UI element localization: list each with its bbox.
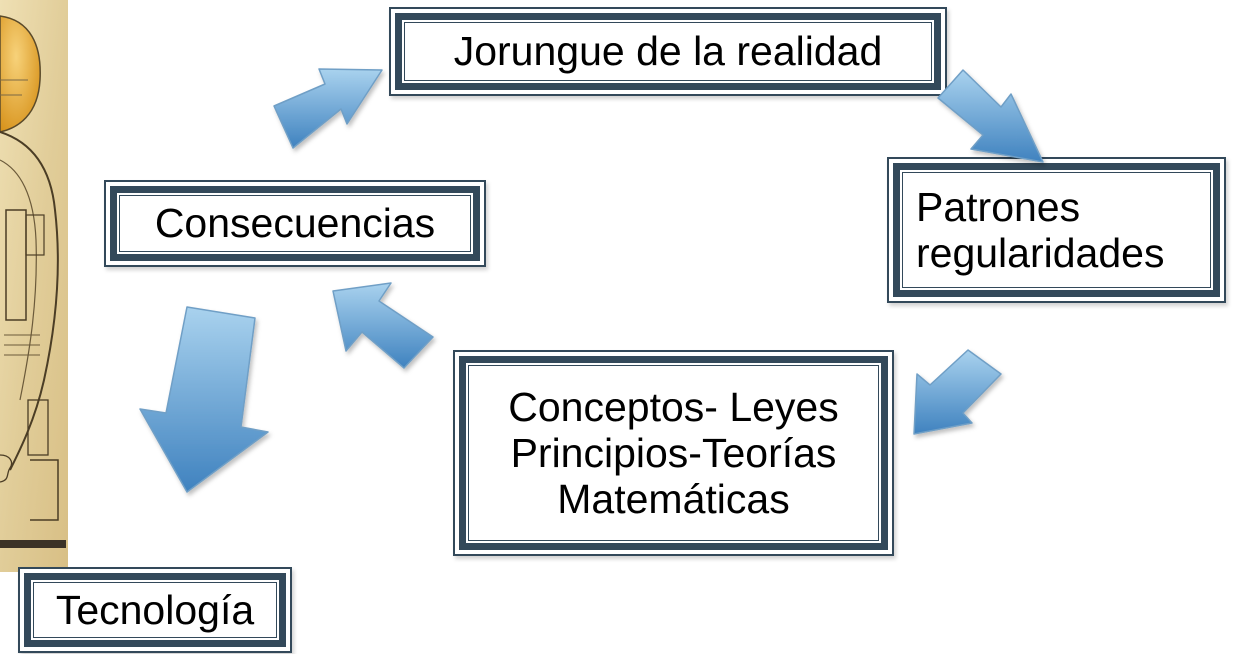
- node-conceptos-line-2: Principios-Teorías: [510, 429, 837, 476]
- node-patrones-line-1: Patrones: [916, 183, 1081, 230]
- arrow-consecuencias-to-jorungue: [273, 68, 383, 149]
- node-jorungue-label: Jorungue de la realidad: [395, 13, 941, 90]
- light-bulb-patent-drawing-icon: [0, 0, 68, 572]
- arrow-conceptos-to-consecuencias: [332, 282, 434, 369]
- node-conceptos-line-1: Conceptos- Leyes: [508, 383, 839, 430]
- node-patrones-line-2: regularidades: [916, 230, 1165, 276]
- node-conceptos-line-3: Matemáticas: [557, 476, 790, 523]
- node-patrones-regularidades: Patrones regularidades: [887, 157, 1226, 303]
- node-tecnologia-label: Tecnología: [24, 573, 286, 647]
- node-jorungue-de-la-realidad: Jorungue de la realidad: [389, 7, 947, 96]
- arrow-consecuencias-to-tecnologia: [139, 306, 269, 493]
- arrow-patrones-to-conceptos: [913, 349, 1002, 435]
- arrow-jorungue-to-patrones: [937, 69, 1044, 163]
- node-consecuencias-label: Consecuencias: [110, 186, 480, 261]
- node-tecnologia: Tecnología: [18, 567, 292, 653]
- node-conceptos-leyes-principios: Conceptos- Leyes Principios-Teorías Mate…: [453, 350, 894, 556]
- node-consecuencias: Consecuencias: [104, 180, 486, 267]
